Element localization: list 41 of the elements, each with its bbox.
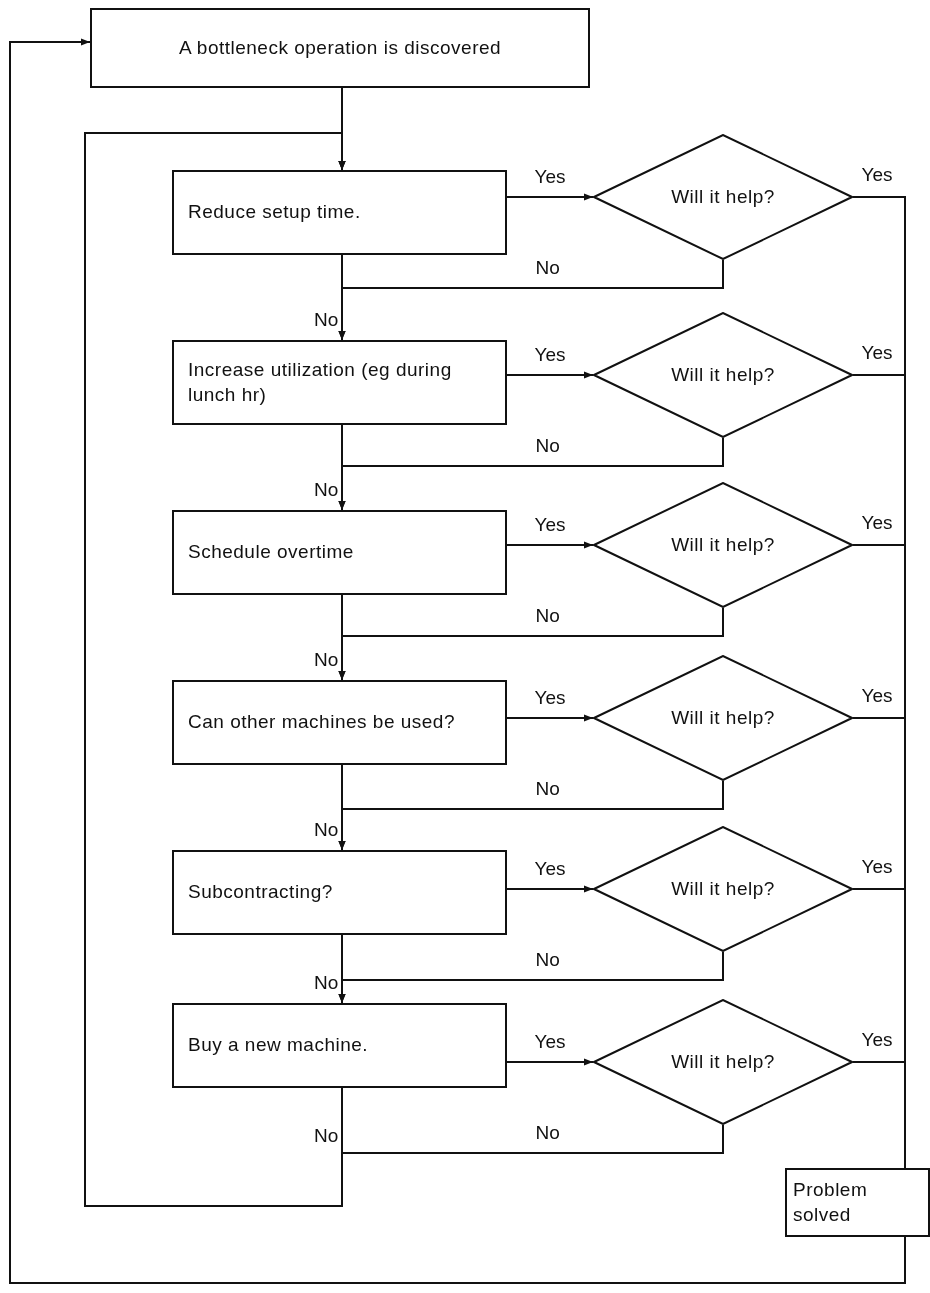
process-box [172,510,507,595]
process-box [172,680,507,765]
start-box [90,8,590,88]
node-text: Will it help? [671,184,775,209]
node-text: Will it help? [671,876,775,901]
decision-diamond [593,655,853,781]
arrow [338,934,346,1004]
decision-diamond [593,134,853,260]
process-box [172,1003,507,1088]
node-text: Will it help? [671,1049,775,1074]
arrow [506,541,594,549]
process-box [172,340,507,425]
arrow [506,714,594,722]
node-text: Will it help? [671,705,775,730]
node-text: Increase utilization (eg during lunch hr) [188,357,453,407]
arrow [506,885,594,893]
process-box [172,170,507,255]
node-text: Will it help? [671,362,775,387]
node-text: A bottleneck operation is discovered [178,35,502,60]
node-text: Will it help? [671,532,775,557]
arrow [9,38,906,1284]
arrow [338,424,346,511]
decision-diamond [593,482,853,608]
arrow [506,1058,594,1066]
arrow [338,594,346,681]
arrow [338,764,346,851]
process-box [172,850,507,935]
arrow [338,254,346,341]
arrow [506,371,594,379]
node-text: Schedule overtime [188,540,354,565]
decision-diamond [593,999,853,1125]
decision-diamond [593,826,853,952]
end-box [785,1168,930,1237]
node-text: Reduce setup time. [188,200,361,225]
arrow [506,193,594,201]
node-text: Problem solved [793,1177,869,1227]
decision-diamond [593,312,853,438]
node-text: Can other machines be used? [188,710,455,735]
node-text: Buy a new machine. [188,1033,369,1058]
connector-line [852,1061,906,1169]
node-text: Subcontracting? [188,880,333,905]
